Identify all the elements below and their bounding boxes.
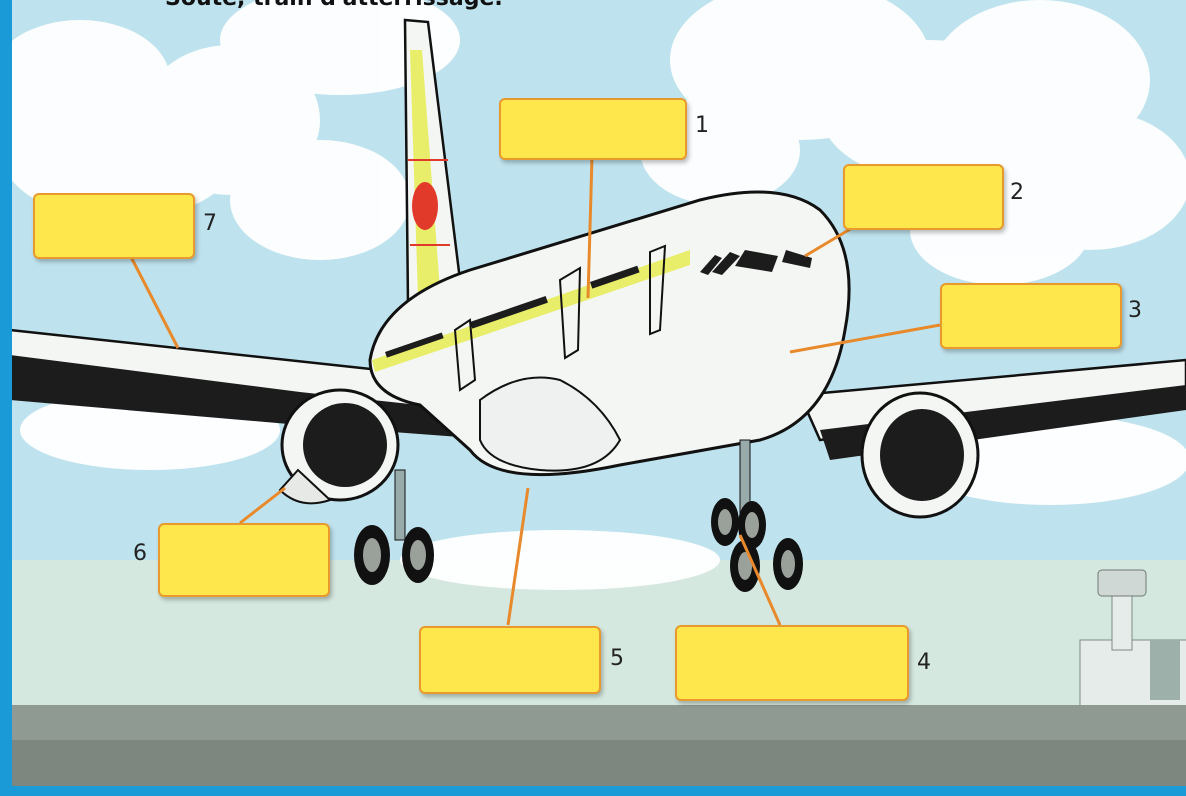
label-number-4: 4: [917, 650, 931, 675]
frame-left: [0, 0, 12, 796]
label-box-2[interactable]: [843, 164, 1004, 230]
label-box-3[interactable]: [940, 283, 1122, 349]
right-engine: [862, 393, 978, 517]
label-number-3: 3: [1128, 298, 1142, 323]
label-number-7: 7: [203, 211, 217, 236]
label-box-6[interactable]: [158, 523, 330, 597]
label-number-6: 6: [133, 541, 147, 566]
page-caption: Soute, train d'atterrissage.: [165, 0, 503, 11]
label-box-7[interactable]: [33, 193, 195, 259]
label-number-5: 5: [610, 646, 624, 671]
label-box-5[interactable]: [419, 626, 601, 694]
label-number-1: 1: [695, 113, 709, 138]
label-number-2: 2: [1010, 180, 1024, 205]
frame-bottom: [0, 786, 1186, 796]
left-engine: [280, 390, 398, 503]
label-box-1[interactable]: [499, 98, 687, 160]
label-box-4[interactable]: [675, 625, 909, 701]
